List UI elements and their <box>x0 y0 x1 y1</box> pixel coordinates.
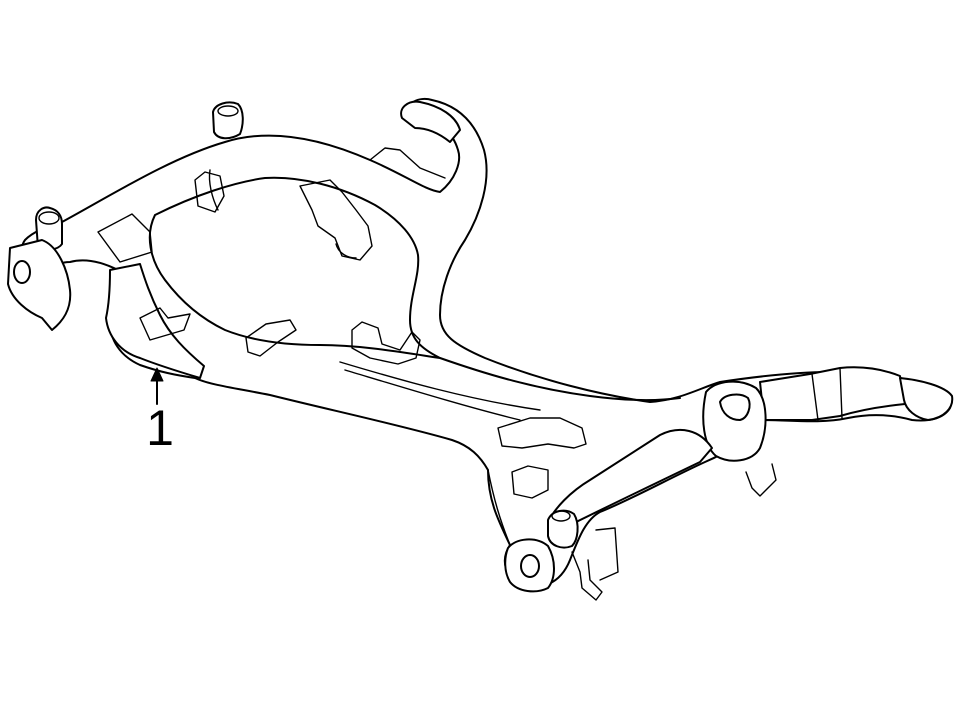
subframe-part-illustration <box>7 98 954 601</box>
rear-mount-bushing <box>212 101 244 140</box>
right-arm-seam-a <box>811 373 819 421</box>
lower-cross-arm <box>547 428 713 531</box>
left-gusset <box>97 213 153 263</box>
frame-inner-opening <box>148 176 441 359</box>
rear-mount-bushing-top <box>217 105 239 117</box>
center-bracket-upper <box>299 179 373 261</box>
left-bracket <box>7 239 72 331</box>
right-mount-bushing <box>719 393 751 421</box>
callout-1 <box>150 367 164 405</box>
callout-label-1: 1 <box>146 400 174 456</box>
center-bracket-lug <box>335 243 357 259</box>
cross-member-edge <box>339 361 541 411</box>
left-tab-a <box>139 307 191 341</box>
right-arm-seam-b <box>839 367 843 419</box>
upper-right-arm-end <box>400 100 461 143</box>
rear-frame-side <box>487 469 511 546</box>
left-mount-bushing-top <box>38 211 60 225</box>
lower-bracket-hole <box>520 554 540 578</box>
callout-arrowhead <box>150 367 164 382</box>
upper-right-arm-bracket <box>369 147 446 179</box>
lower-bracket <box>504 538 555 593</box>
lower-mount-bushing-top <box>551 510 571 522</box>
rear-center-bracket <box>497 417 587 449</box>
lower-plate <box>595 527 619 581</box>
cross-member-edge-2 <box>344 369 521 421</box>
cross-member <box>439 357 681 402</box>
left-tab-b <box>194 171 225 213</box>
center-bracket-lower <box>245 319 297 357</box>
left-tab-c <box>208 169 219 211</box>
right-mount-lug <box>745 463 777 497</box>
left-bracket-hole <box>13 260 31 284</box>
center-bracket-right <box>351 321 421 365</box>
right-arm-end <box>899 377 954 421</box>
left-side-bracket <box>105 263 205 379</box>
rear-small-block <box>511 465 549 499</box>
lower-bracket-tab <box>571 551 603 601</box>
